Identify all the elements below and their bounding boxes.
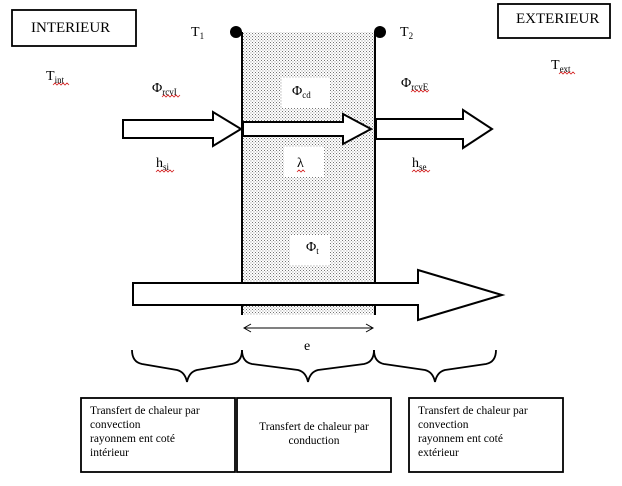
thickness-arrow-left: [242, 323, 252, 333]
box-right-line-4: extérieur: [418, 447, 459, 459]
box-convection-exterior: [408, 397, 564, 473]
arrow-conduction: [242, 112, 374, 146]
phi-cd-bg: [282, 78, 330, 108]
box-left-line-1: Transfert de chaleur par: [90, 405, 200, 417]
box-convection-interior: [80, 397, 236, 473]
box-right-line-3: rayonnem ent coté: [418, 433, 503, 445]
box-left-line-2: convection: [90, 419, 141, 431]
t2-node: [374, 26, 386, 38]
box-convection-interior-text: Transfert de chaleur par convection rayo…: [90, 404, 232, 460]
squiggle-phi-rcve: [410, 89, 430, 93]
thickness-arrow-right: [365, 323, 375, 333]
box-conduction: [236, 397, 392, 473]
squiggle-phi-rcvi: [161, 94, 181, 98]
phi-t-bg: [290, 235, 330, 265]
squiggle-hsi: [155, 169, 175, 173]
phi-t-label: Φt: [306, 240, 319, 256]
thickness-label: e: [304, 339, 310, 354]
exterieur-label: EXTERIEUR: [516, 11, 599, 27]
box-right-line-1: Transfert de chaleur par: [418, 405, 528, 417]
tint-label: Tint: [46, 69, 65, 85]
lambda-bg: [284, 147, 324, 177]
brace-left: [131, 349, 243, 383]
phi-rcve-label: ΦrcvE: [401, 76, 429, 92]
box-right-line-2: convection: [418, 419, 469, 431]
box-left-line-3: rayonnem ent coté: [90, 433, 175, 445]
brace-right: [373, 349, 497, 383]
phi-rcvi-label: ΦrcvI: [152, 81, 177, 97]
box-left-line-4: intérieur: [90, 447, 129, 459]
t1-label: T1: [191, 25, 204, 41]
squiggle-text: [558, 71, 576, 75]
box-convection-exterior-text: Transfert de chaleur par convection rayo…: [418, 404, 560, 460]
squiggle-tint: [52, 82, 70, 86]
text-label: Text: [551, 58, 571, 74]
arrow-convection-exterior: [375, 108, 494, 150]
hsi-label: hsi: [156, 156, 170, 172]
exterieur-box: [497, 3, 611, 39]
phi-cd-label: Φcd: [292, 84, 311, 100]
lambda-label: λ: [297, 156, 304, 171]
squiggle-lambda: [296, 169, 306, 173]
interieur-label: INTERIEUR: [31, 20, 110, 36]
squiggle-hse: [411, 169, 431, 173]
box-middle-line-1: Transfert de chaleur par: [259, 421, 369, 433]
t1-node: [230, 26, 242, 38]
box-middle-line-2: conduction: [288, 435, 340, 447]
brace-middle: [241, 349, 375, 383]
hse-label: hse: [412, 156, 427, 172]
arrow-total-flux: [132, 268, 506, 322]
interieur-box: [11, 9, 137, 47]
box-conduction-text: Transfert de chaleur par conduction: [237, 420, 391, 448]
t2-label: T2: [400, 25, 413, 41]
arrow-convection-interior: [122, 110, 243, 148]
